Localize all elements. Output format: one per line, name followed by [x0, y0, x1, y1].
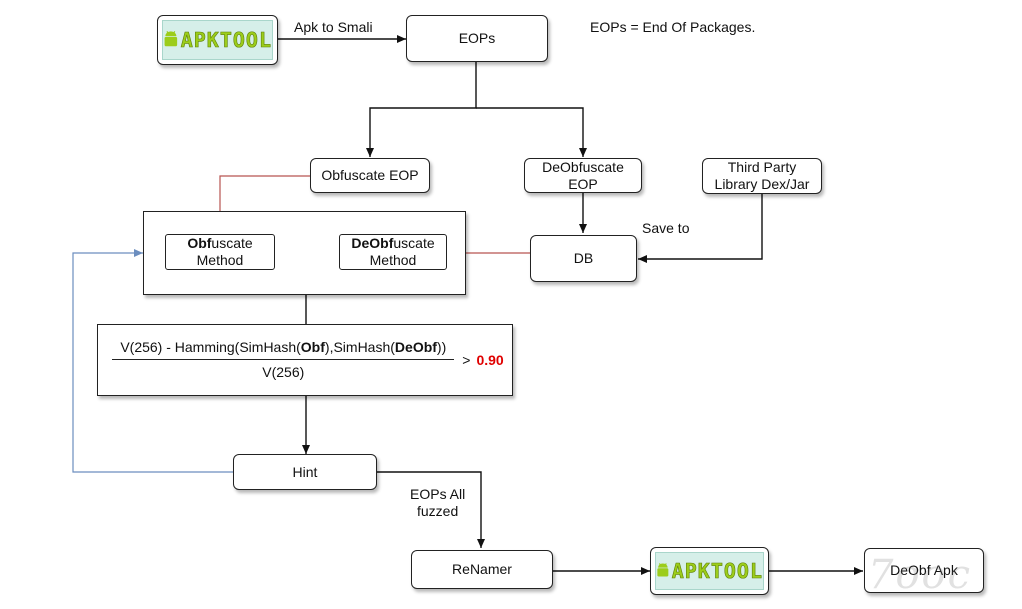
- apktool-logo-text: APKTOOL: [180, 28, 272, 53]
- formula-denominator: V(256): [262, 364, 305, 380]
- third-party-line2: Library Dex/Jar: [714, 176, 810, 192]
- obf-method-line1: Obfuscate: [187, 235, 253, 251]
- edge-eops-to-obfuscate-eop: [366, 62, 477, 157]
- formula-comparator: >: [462, 351, 471, 368]
- similarity-formula-box: V(256) - Hamming(SimHash(Obf),SimHash(De…: [97, 324, 513, 396]
- db-label: DB: [573, 250, 594, 266]
- deobf-method-line2: Method: [369, 252, 417, 268]
- formula-fraction: V(256) - Hamming(SimHash(Obf),SimHash(De…: [112, 339, 455, 381]
- obf-method-node: Obfuscate Method: [165, 234, 275, 270]
- android-icon: [657, 563, 669, 577]
- formula-numerator: V(256) - Hamming(SimHash(Obf),SimHash(De…: [120, 339, 447, 355]
- obfuscate-eop-node: Obfuscate EOP: [310, 158, 430, 193]
- deobfuscate-eop-line1: DeObfuscate: [542, 158, 624, 175]
- eops-node: EOPs: [406, 15, 548, 62]
- deobfuscate-eop-node: DeObfuscate EOP: [524, 158, 642, 193]
- eops-node-label: EOPs: [458, 30, 496, 46]
- deobf-apk-node: DeObf Apk: [864, 548, 984, 593]
- deobf-method-line1: DeObfuscate: [351, 235, 435, 251]
- hint-node: Hint: [233, 454, 377, 490]
- edge-hint-loop: [72, 249, 233, 473]
- eops-all-fuzzed-line1: EOPs All: [410, 486, 466, 502]
- deobf-apk-label: DeObf Apk: [890, 562, 958, 578]
- third-party-line1: Third Party: [727, 159, 797, 175]
- deobfuscate-eop-line2: EOP: [568, 175, 598, 192]
- renamer-node: ReNamer: [411, 550, 553, 589]
- edge-eops-to-deobfuscate-eop: [476, 107, 587, 157]
- fraction-bar: [112, 359, 455, 360]
- watermark: 7ooc: [868, 552, 973, 598]
- hint-label: Hint: [292, 463, 318, 480]
- edge-third-party-to-db: [638, 194, 763, 263]
- apktool-logo-bottom: APKTOOL: [650, 547, 769, 595]
- edge-hint-to-renamer: [377, 471, 485, 548]
- third-party-library-node: Third Party Library Dex/Jar: [702, 158, 822, 194]
- save-to-label: Save to: [642, 220, 690, 236]
- apk-to-smali-label: Apk to Smali: [294, 19, 373, 35]
- db-node: DB: [530, 235, 637, 282]
- android-icon: [164, 31, 178, 47]
- apktool-logo-text: APKTOOL: [671, 559, 763, 584]
- deobf-method-node: DeObfuscate Method: [339, 234, 447, 270]
- eops-all-fuzzed-label: EOPs All fuzzed: [410, 486, 465, 520]
- eops-definition-note: EOPs = End Of Packages.: [590, 19, 756, 35]
- eops-all-fuzzed-line2: fuzzed: [417, 503, 459, 519]
- apktool-logo-top: APKTOOL: [157, 15, 278, 65]
- obfuscate-eop-label: Obfuscate EOP: [321, 167, 419, 183]
- formula-threshold: 0.90: [476, 351, 504, 368]
- renamer-label: ReNamer: [452, 561, 512, 577]
- obf-method-line2: Method: [196, 252, 244, 268]
